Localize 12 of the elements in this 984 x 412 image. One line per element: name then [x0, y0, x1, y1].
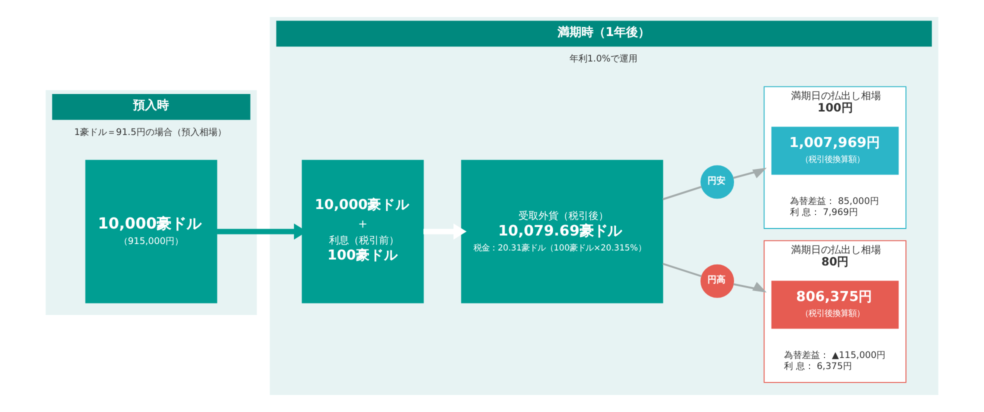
node-box: 10,000豪ドル ＋ 利息（税引前） 100豪ドル: [302, 160, 424, 304]
node-box: 806,375円 （税引後換算額）: [771, 280, 899, 329]
arrow: [732, 168, 767, 179]
node-circle: 円安: [700, 165, 734, 199]
node-box: 受取外貨（税引後） 10,079.69豪ドル 税金：20.31豪ドル（100豪ドル×20.315%）: [461, 160, 664, 304]
connector: [662, 262, 702, 278]
node-box: 1,007,969円 （税引後換算額）: [771, 126, 899, 175]
connector: [662, 186, 702, 200]
arrow: [733, 282, 767, 293]
node-box: 10,000豪ドル （915,000円）: [85, 160, 218, 304]
node-circle: 円高: [700, 264, 734, 298]
arrow: [423, 224, 467, 240]
